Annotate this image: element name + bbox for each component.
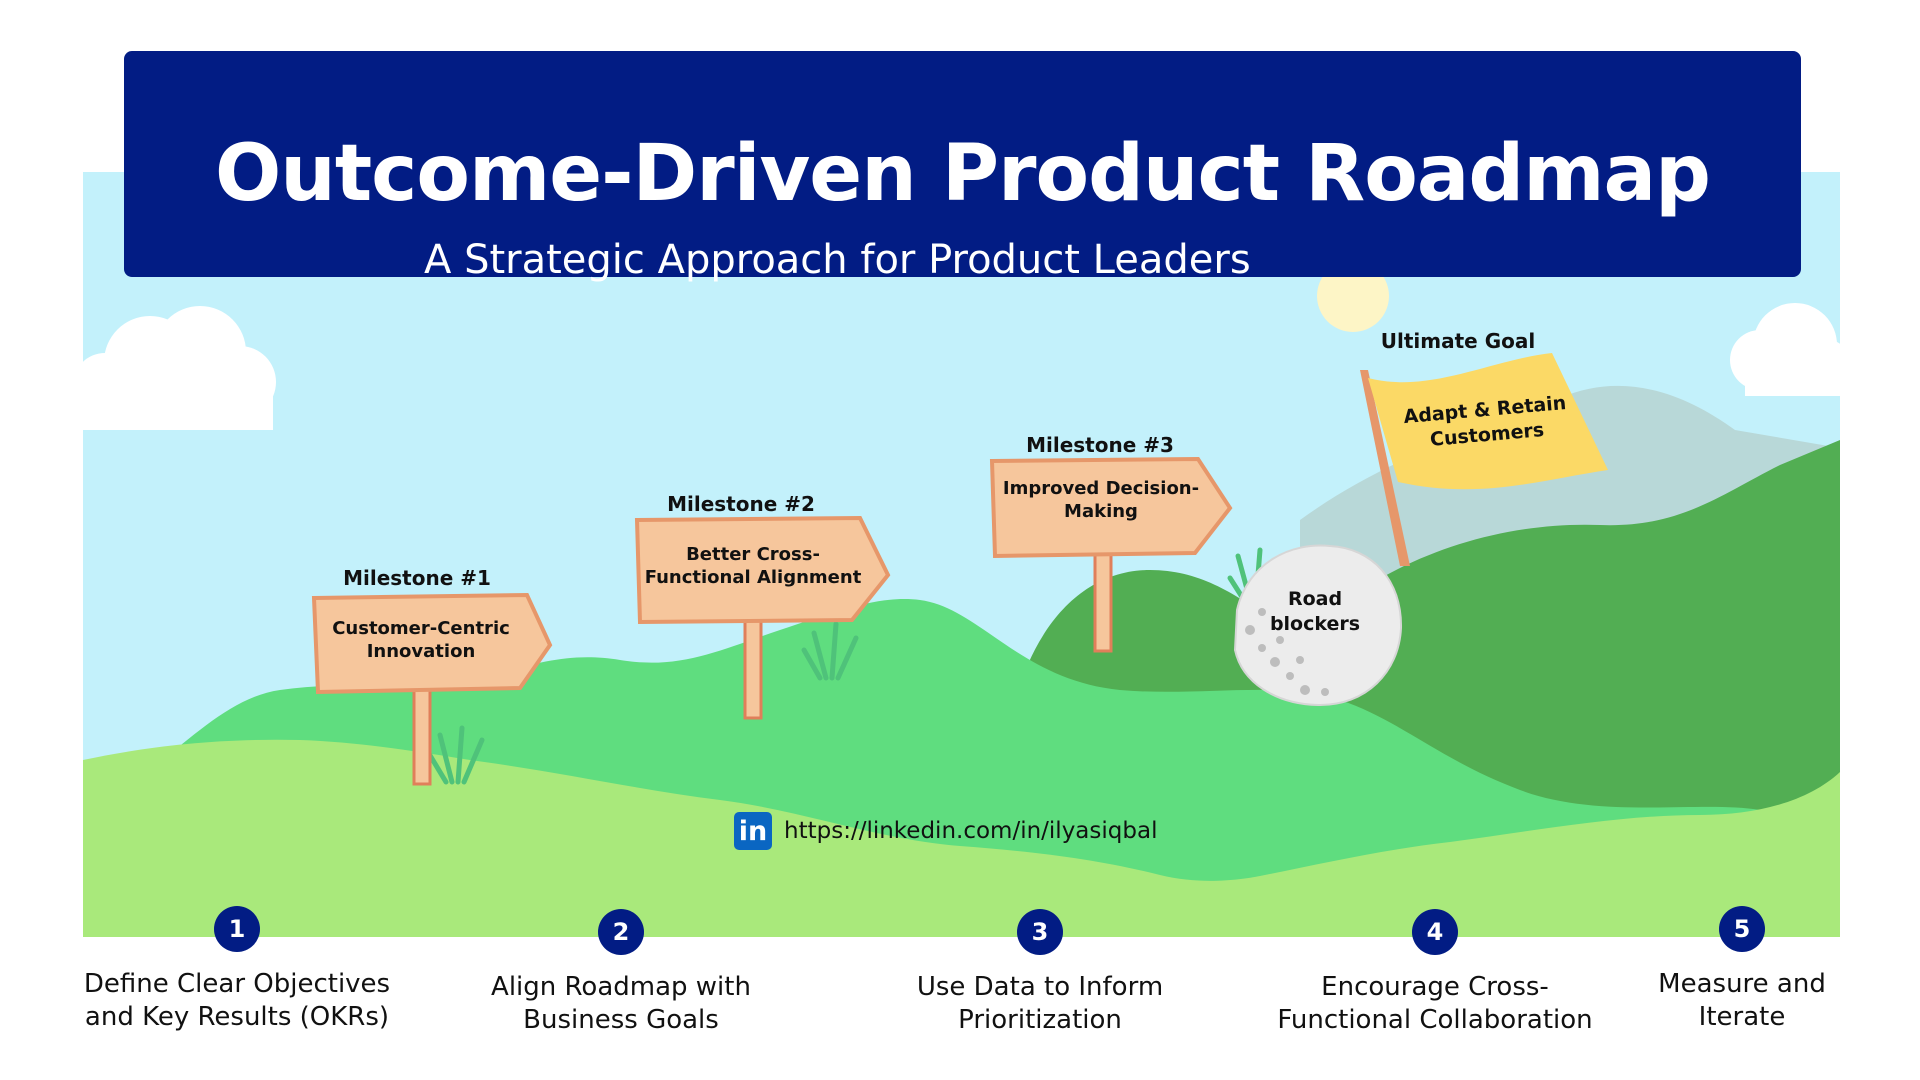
rock-texture bbox=[1245, 608, 1329, 696]
signpost-3-pole bbox=[1093, 551, 1113, 653]
signpost-1-board bbox=[311, 592, 553, 695]
signpost-2-board bbox=[634, 515, 891, 625]
hill-dark-right bbox=[1260, 440, 1840, 820]
grass-tuft-2 bbox=[801, 621, 859, 681]
signpost-3-board bbox=[989, 456, 1233, 559]
goal-flag bbox=[1368, 353, 1608, 490]
goal-flag-pole bbox=[1360, 370, 1410, 566]
step-3-badge: 3 bbox=[1017, 909, 1063, 955]
step-2-text: Align Roadmap with Business Goals bbox=[491, 972, 751, 1036]
linkedin-link[interactable]: in https://linkedin.com/in/ilyasiqbal bbox=[734, 812, 1157, 850]
step-4: 4 Encourage Cross-Functional Collaborati… bbox=[1255, 909, 1615, 1037]
road-blockers-text: Road blockers bbox=[1269, 588, 1361, 635]
title-banner: Outcome-Driven Product Roadmap A Strateg… bbox=[124, 51, 1801, 283]
sun bbox=[1317, 260, 1389, 332]
milestone-1-sign-text: Customer-Centric Innovation bbox=[332, 618, 510, 663]
step-5: 5 Measure and Iterate bbox=[1562, 906, 1920, 1034]
ultimate-goal-label: Ultimate Goal bbox=[1380, 329, 1536, 353]
step-4-text: Encourage Cross-Functional Collaboration bbox=[1277, 972, 1593, 1036]
linkedin-icon: in bbox=[734, 812, 772, 850]
step-3-text: Use Data to Inform Prioritization bbox=[916, 972, 1164, 1036]
milestone-2-label: Milestone #2 bbox=[667, 492, 815, 516]
step-1-text: Define Clear Objectives and Key Results … bbox=[83, 969, 391, 1033]
signpost-1-pole bbox=[412, 686, 432, 786]
milestone-2-sign-text: Better Cross-Functional Alignment bbox=[644, 544, 862, 589]
hill-light bbox=[83, 739, 1840, 937]
page-subtitle: A Strategic Approach for Product Leaders bbox=[424, 237, 1251, 283]
linkedin-url[interactable]: https://linkedin.com/in/ilyasiqbal bbox=[784, 818, 1158, 844]
signpost-2-pole bbox=[743, 618, 763, 720]
step-1: 1 Define Clear Objectives and Key Result… bbox=[57, 906, 417, 1034]
step-2-badge: 2 bbox=[598, 909, 644, 955]
cloud-right bbox=[1730, 303, 1851, 396]
step-3: 3 Use Data to Inform Prioritization bbox=[860, 909, 1220, 1037]
milestone-3-sign-text: Improved Decision-Making bbox=[1002, 478, 1200, 523]
cloud-left bbox=[73, 306, 276, 430]
step-5-badge: 5 bbox=[1719, 906, 1765, 952]
page-title: Outcome-Driven Product Roadmap bbox=[215, 129, 1711, 219]
step-5-text: Measure and Iterate bbox=[1658, 969, 1826, 1033]
step-1-badge: 1 bbox=[214, 906, 260, 952]
milestone-1-label: Milestone #1 bbox=[343, 566, 491, 590]
step-4-badge: 4 bbox=[1412, 909, 1458, 955]
milestone-3-label: Milestone #3 bbox=[1026, 433, 1174, 457]
step-2: 2 Align Roadmap with Business Goals bbox=[441, 909, 801, 1037]
